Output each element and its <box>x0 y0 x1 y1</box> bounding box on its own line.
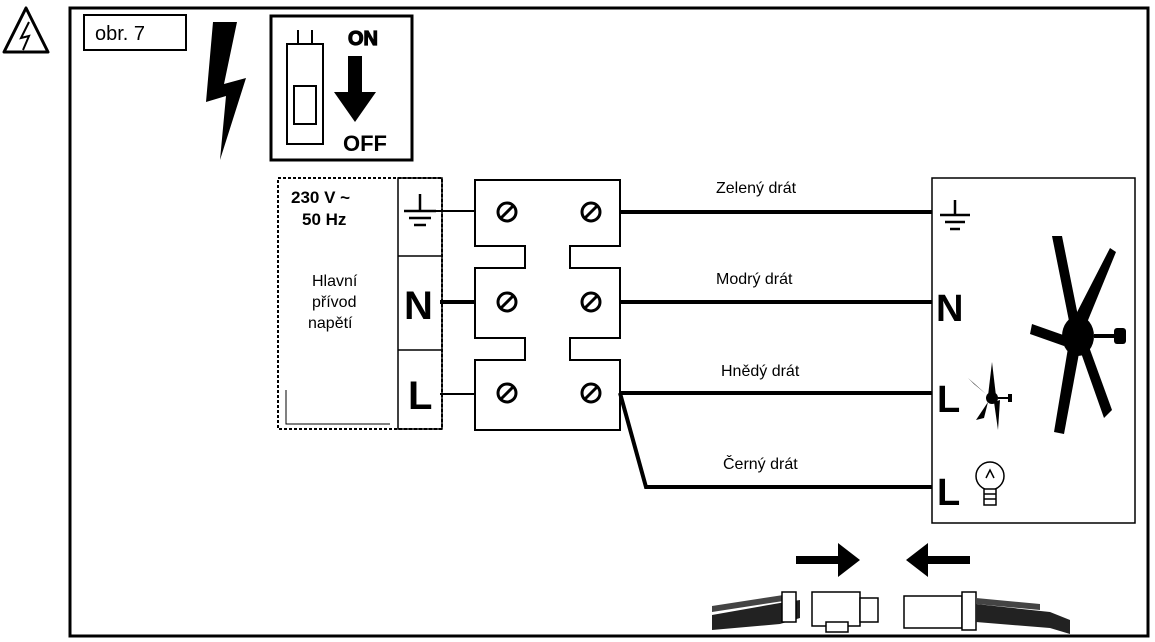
supply-box <box>277 177 443 430</box>
supply-voltage: 230 V ~ <box>291 188 350 207</box>
fan-icon <box>968 362 1012 430</box>
connector-plug-icon <box>712 591 879 633</box>
fan-terminal-l-light: L <box>937 472 960 514</box>
terminal-screw-icons <box>496 201 602 404</box>
terminal-block <box>474 179 621 431</box>
supply-description-line: přívod <box>312 294 356 311</box>
arrow-right-icon <box>796 543 860 577</box>
supply-description-line: Hlavní <box>312 273 358 290</box>
ground-symbol-icon <box>404 194 436 227</box>
lightning-bolt-icon <box>206 22 246 160</box>
fan-box <box>931 177 1136 524</box>
supply-description-line: napětí <box>308 315 353 332</box>
diagram-frame <box>68 6 1150 638</box>
ground-symbol-icon <box>940 200 970 231</box>
fan-terminal-n: N <box>936 288 963 330</box>
supply-inner-corner <box>285 390 390 425</box>
figure-label: obr. 7 <box>95 23 145 45</box>
warning-triangle-icon <box>2 6 50 54</box>
wire-black <box>618 392 932 489</box>
light-bulb-icon <box>975 461 1005 506</box>
figure-label-box <box>83 14 187 51</box>
breaker-off-label: OFF <box>343 131 387 156</box>
fan-terminal-l-fan: L <box>937 379 960 421</box>
wire-label-blue: Modrý drát <box>716 271 793 288</box>
supply-frequency: 50 Hz <box>302 210 346 229</box>
breaker-switch-icon <box>269 14 414 162</box>
supply-terminal-l: L <box>408 374 432 418</box>
breaker-on-label: ON <box>348 28 378 50</box>
wire-label-brown: Hnědý drát <box>721 363 800 380</box>
wire-label-black: Černý drát <box>723 454 798 473</box>
supply-terminal-n: N <box>404 284 433 328</box>
connector-socket-icon <box>903 591 1070 634</box>
arrow-left-icon <box>906 543 970 577</box>
fan-icon <box>1030 236 1126 434</box>
wire-label-green: Zelený drát <box>716 180 797 197</box>
